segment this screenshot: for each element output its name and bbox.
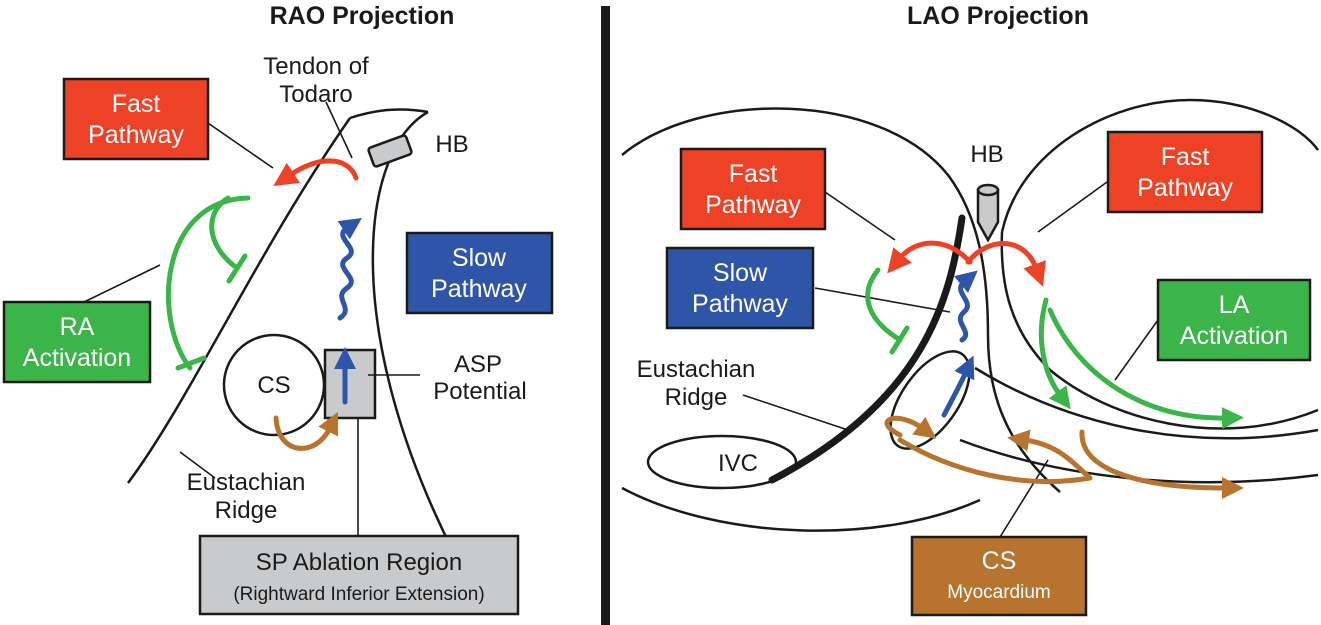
rao-septal-line — [126, 117, 352, 484]
rao-tendon-line2: Todaro — [279, 81, 352, 108]
rao-eustachian-leader — [179, 451, 216, 479]
lao-cs-arrow-1 — [884, 415, 937, 439]
lao-hb-shape — [976, 188, 1000, 243]
rao-panel: RAO Projection Fast Pathway Tendon of T — [2, 2, 554, 616]
rao-asp-line1: ASP — [454, 351, 502, 378]
rao-ra-inhibit-2 — [226, 253, 248, 284]
lao-slow-leader — [814, 287, 951, 313]
rao-tendon-curve — [349, 108, 429, 120]
lao-fast-pathway-left-box: Fast Pathway — [679, 147, 827, 231]
lao-slow-wavy-arrow — [953, 270, 978, 343]
rao-slow-line2: Pathway — [431, 275, 527, 303]
rao-ra-arrow-2 — [209, 195, 240, 271]
rao-ra-inhibit-1 — [175, 355, 207, 371]
lao-eustachian-line2: Ridge — [665, 384, 728, 411]
lao-cs-line2: Myocardium — [947, 582, 1050, 603]
lao-cs-ostium — [889, 350, 971, 450]
lao-fast-right-line1: Fast — [1161, 143, 1210, 171]
lao-cs-tube-top — [974, 366, 1319, 440]
rao-eustachian-line1: Eustachian — [187, 469, 306, 496]
lao-fast-arrow-right — [965, 241, 1046, 287]
lao-eustachian-line1: Eustachian — [637, 356, 756, 383]
lao-title: LAO Projection — [907, 2, 1089, 30]
rao-ablation-line2: (Rightward Inferior Extension) — [233, 584, 484, 605]
lao-cs-tube-bottom — [959, 438, 1319, 484]
rao-cs-label: CS — [257, 372, 290, 399]
lao-cs-line1: CS — [982, 547, 1017, 575]
rao-hb-label: HB — [435, 131, 468, 158]
lao-fast-right-leader — [1037, 181, 1108, 233]
lao-ra-inhibit — [889, 325, 910, 355]
lao-fast-left-line1: Fast — [729, 160, 778, 188]
lao-la-outline — [1000, 98, 1320, 233]
lao-slow-straight-arrow — [941, 355, 975, 418]
rao-title: RAO Projection — [270, 2, 455, 30]
lao-fast-left-leader — [824, 191, 896, 241]
lao-cs-arrow-2 — [897, 429, 1093, 485]
lao-ivc-label: IVC — [718, 450, 758, 477]
lao-ra-outline — [621, 107, 1061, 493]
rao-cs-arrow — [273, 411, 339, 451]
rao-ra-arrow-1 — [165, 195, 251, 371]
rao-ra-activation-box: RA Activation — [2, 300, 152, 384]
lao-ra-bottom — [621, 486, 981, 532]
lao-cs-myocardium-box: CS Myocardium — [910, 535, 1088, 617]
rao-fast-pathway-box: Fast Pathway — [62, 77, 210, 161]
lao-la-activation-box: LA Activation — [1156, 278, 1312, 362]
rao-ra-line2: Activation — [23, 344, 131, 372]
lao-cs-arrow-3 — [1079, 429, 1244, 499]
lao-la-leader — [1114, 319, 1159, 381]
rao-ra-line1: RA — [60, 313, 95, 341]
rao-tendon-leader — [325, 101, 353, 159]
rao-slow-pathway-box: Slow Pathway — [405, 231, 554, 315]
lao-fast-pathway-right-box: Fast Pathway — [1106, 130, 1264, 214]
lao-cs-leader — [999, 459, 1049, 538]
lao-hb-cap — [976, 183, 1000, 197]
rao-asp-line2: Potential — [433, 378, 526, 405]
lao-la-arrow-1 — [1038, 297, 1071, 410]
rao-hb-shape — [367, 134, 413, 168]
lao-la-arrow-2 — [1047, 307, 1244, 430]
rao-tendon-line1: Tendon of — [263, 53, 369, 80]
rao-fast-line2: Pathway — [88, 121, 184, 149]
lao-panel: LAO Projection Fas — [621, 2, 1320, 617]
rao-ra-leader — [81, 264, 161, 304]
rao-slow-line1: Slow — [452, 244, 507, 272]
rao-sp-ablation-box: SP Ablation Region (Rightward Inferior E… — [198, 534, 520, 616]
lao-la-line1: LA — [1219, 291, 1250, 319]
rao-fast-arrow — [273, 158, 359, 186]
rao-fast-line1: Fast — [112, 90, 161, 118]
lao-la-line2: Activation — [1180, 322, 1288, 350]
lao-slow-line1: Slow — [713, 259, 768, 287]
rao-eustachian-line2: Ridge — [215, 497, 278, 524]
lao-fast-right-line2: Pathway — [1137, 174, 1233, 202]
lao-ivc — [646, 434, 798, 490]
rao-ablation-line1: SP Ablation Region — [256, 549, 462, 576]
lao-slow-line2: Pathway — [692, 290, 788, 318]
lao-slow-pathway-box: Slow Pathway — [665, 246, 815, 330]
rao-slow-wavy-arrow — [337, 217, 362, 321]
lao-fast-left-line2: Pathway — [705, 191, 801, 219]
rao-asp-region — [323, 348, 377, 420]
lao-fast-arrow — [887, 240, 973, 274]
panel-divider — [601, 6, 610, 625]
lao-hb-label: HB — [970, 141, 1003, 168]
lao-eustachian-leader — [742, 394, 849, 431]
rao-tricuspid-line — [371, 110, 457, 556]
lao-ra-arrow — [865, 267, 903, 343]
